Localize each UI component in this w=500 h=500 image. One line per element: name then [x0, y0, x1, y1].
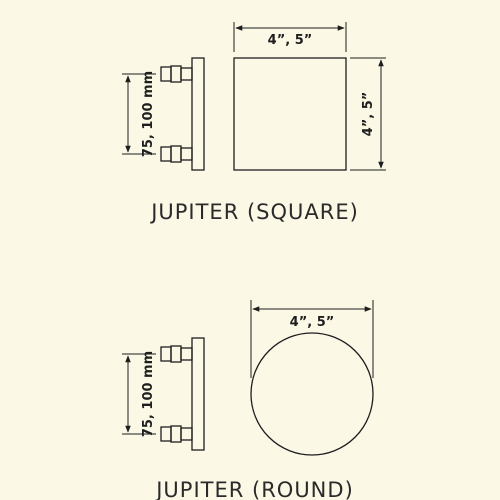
square-top-standoff	[160, 65, 193, 83]
square-title: JUPITER (SQUARE)	[149, 200, 359, 224]
square-width-label: 4”, 5”	[268, 33, 313, 48]
round-projection-label: 75, 100 mm	[141, 351, 156, 437]
round-side-plate	[191, 337, 205, 451]
round-bottom-standoff	[160, 425, 193, 443]
round-title: JUPITER (ROUND)	[154, 478, 354, 500]
square-side-plate	[191, 57, 205, 171]
round-knob-face	[250, 332, 374, 456]
square-front-view	[233, 22, 386, 171]
square-side-view	[122, 57, 205, 171]
square-knob-face	[233, 57, 347, 171]
round-top-standoff	[160, 345, 193, 363]
square-height-label: 4”, 5”	[361, 92, 376, 137]
round-diameter-label: 4”, 5”	[290, 315, 335, 330]
round-side-view	[122, 337, 205, 451]
square-bottom-standoff	[160, 145, 193, 163]
round-front-view	[250, 300, 374, 456]
square-projection-label: 75, 100 mm	[141, 71, 156, 157]
